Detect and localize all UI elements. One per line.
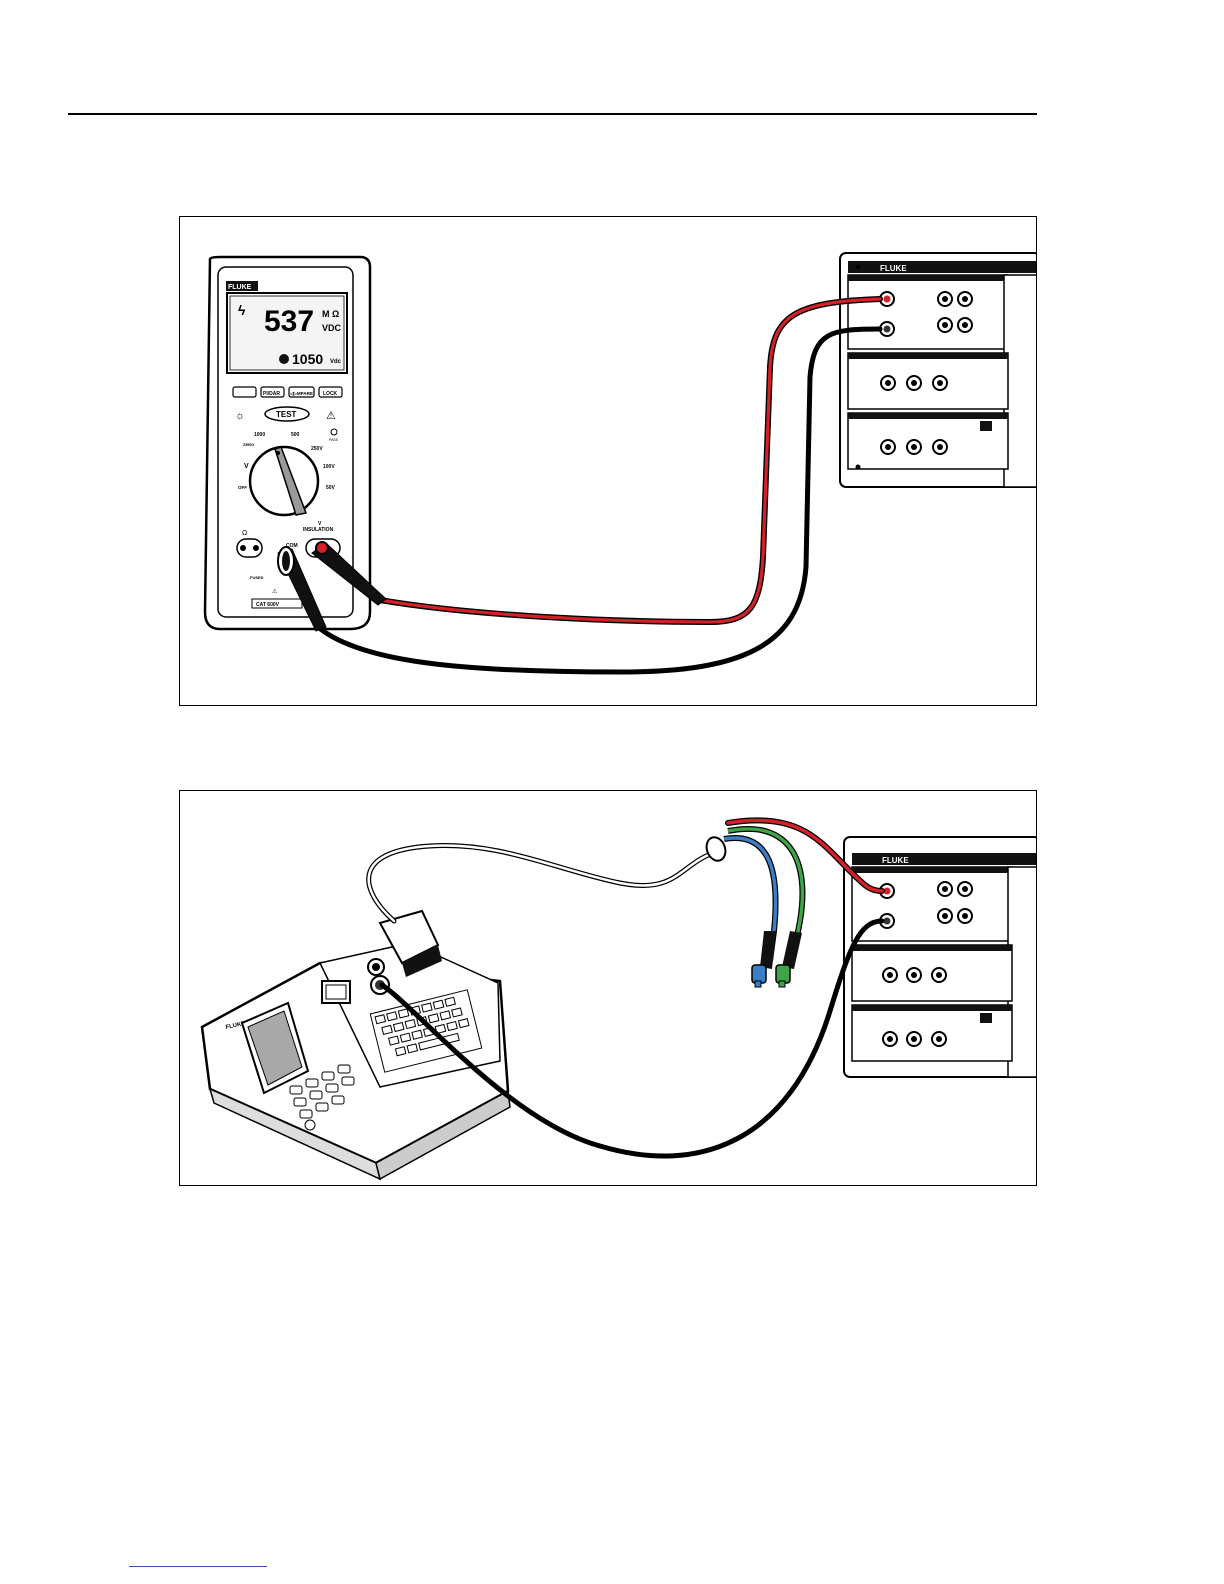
dial-label-50: 50V [326,485,336,491]
insulation-label: INSULATION [303,527,334,533]
test-button-label: TEST [276,410,297,419]
dial-label-500: 500 [291,432,300,438]
figure-pat-tester-connection: FLUKE FLUKE [179,790,1037,1186]
dial-label-1000: 1000 [254,432,265,438]
lightning-icon: ϟ [238,302,246,318]
calibrator-unit: FLUKE [840,253,1036,487]
pat-tester: FLUKE [202,911,510,1179]
dial-label-zero: ZERO [243,442,254,447]
dial-label-100: 100V [323,464,335,470]
warning-icon: ⚠ [326,410,336,422]
fused-label: FUSED [250,575,264,580]
pass-label: PASS [329,438,339,442]
mains-cord-outline [369,845,720,921]
red-lead [318,299,880,622]
red-lead-outline [318,299,880,622]
blue-plug [752,931,776,987]
display-primary-type: VDC [322,323,342,333]
backlight-icon: ☼ [235,410,245,422]
figure-1-drawing: FLUKE FLUKE ϟ 537 M Ω VDC [180,217,1036,705]
footer-rule [129,1566,267,1567]
figure-insulation-tester-connection: FLUKE FLUKE ϟ 537 M Ω VDC [179,216,1037,706]
display-indicator-icon [279,354,289,364]
calibrator-brand: FLUKE [880,264,907,273]
warning-icon-small: ⚠ [272,588,278,595]
compare-button-label: ◁▷MPARE [289,391,313,396]
pass-led [331,429,337,435]
header-rule [68,113,1037,115]
calibrator-unit-2: FLUKE [844,837,1036,1077]
ohm-jacks [237,539,262,557]
rotary-dial[interactable] [250,447,318,515]
blank-button[interactable] [233,387,256,397]
lock-button-label: LOCK [323,391,338,397]
rating-label: CAT 600V [256,602,280,608]
ohm-symbol: Ω [242,530,247,537]
display-primary-value: 537 [264,305,314,338]
pi-dar-button-label: PI/DAR [263,391,280,397]
figure-2-drawing: FLUKE FLUKE [180,791,1036,1185]
dial-label-volts: V [244,463,249,470]
display-primary-unit: M Ω [322,309,339,319]
meter-brand: FLUKE [228,284,252,291]
green-plug [776,931,802,987]
calibrator-brand-2: FLUKE [882,856,909,865]
display-secondary-unit: Vdc [330,359,342,365]
display-secondary-value: 1050 [292,351,323,367]
dial-label-250: 250V [311,446,323,452]
dial-label-off: OFF [238,485,247,490]
